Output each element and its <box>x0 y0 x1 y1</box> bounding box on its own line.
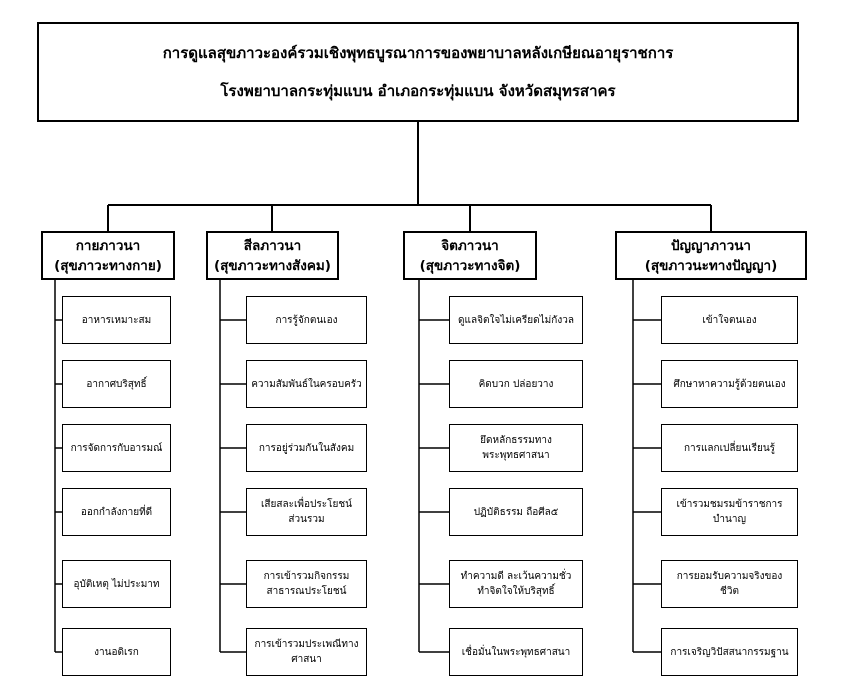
item-text: ยึดหลักธรรมทาง <box>480 435 552 446</box>
item-box: การอยู่ร่วมกันในสังคม <box>246 424 367 472</box>
item-text: ความสัมพันธ์ในครอบครัว <box>251 378 362 390</box>
item-box: การจัดการกับอารมณ์ <box>62 424 171 472</box>
item-box: ออกกำลังกายที่ดี <box>62 488 171 536</box>
item-text: เชื่อมั่นในพระพุทธศาสนา <box>461 646 571 658</box>
item-text: คิดบวก ปล่อยวาง <box>478 378 554 390</box>
item-box: การยอมรับความจริงของชีวิต <box>661 560 798 608</box>
item-text: เข้าใจตนเอง <box>702 314 757 326</box>
category-name: กายภาวนา <box>75 237 141 254</box>
item-box: เข้ารวมชมรมข้าราชการบำนาญ <box>661 488 798 536</box>
item-text: การรู้จักตนเอง <box>275 314 338 326</box>
item-box: การเจริญวิปัสสนากรรมฐาน <box>661 628 798 676</box>
item-text: ศึกษาหาความรู้ด้วยตนเอง <box>673 378 786 390</box>
item-text: อาหารเหมาะสม <box>81 314 152 326</box>
item-box: การแลกเปลี่ยนเรียนรู้ <box>661 424 798 472</box>
item-text: เข้ารวมชมรมข้าราชการ <box>676 499 783 510</box>
category-header-3: จิตภาวนา (สุขภาวะทางจิต) <box>403 231 537 280</box>
category-subtitle: (สุขภาวนะทางปัญญา) <box>644 257 778 274</box>
title-box: การดูแลสุขภาวะองค์รวมเชิงพุทธบูรณาการของ… <box>37 22 799 122</box>
category-header-2: สีลภาวนา (สุขภาวะทางสังคม) <box>206 231 339 280</box>
category-name: สีลภาวนา <box>243 237 302 254</box>
item-text: ชีวิต <box>720 586 739 597</box>
item-box: งานอดิเรก <box>62 628 171 676</box>
item-box: คิดบวก ปล่อยวาง <box>449 360 583 408</box>
item-text: การยอมรับความจริงของ <box>676 571 783 582</box>
item-box: เข้าใจตนเอง <box>661 296 798 344</box>
item-text: งานอดิเรก <box>94 646 139 658</box>
item-text: สาธารณประโยชน์ <box>266 586 347 597</box>
item-box: เสียสละเพื่อประโยชน์ส่วนรวม <box>246 488 367 536</box>
title-line-1: การดูแลสุขภาวะองค์รวมเชิงพุทธบูรณาการของ… <box>162 44 674 62</box>
category-header-4: ปัญญาภาวนา (สุขภาวนะทางปัญญา) <box>615 231 807 280</box>
category-name: จิตภาวนา <box>441 237 499 254</box>
item-box: อาหารเหมาะสม <box>62 296 171 344</box>
item-text: ส่วนรวม <box>288 514 325 525</box>
item-text: ทำความดี ละเว้นความชั่ว <box>460 571 572 582</box>
item-box: การเข้ารวมกิจกรรมสาธารณประโยชน์ <box>246 560 367 608</box>
category-name: ปัญญาภาวนา <box>670 237 752 254</box>
item-box: ศึกษาหาความรู้ด้วยตนเอง <box>661 360 798 408</box>
item-text: พระพุทธศาสนา <box>482 450 550 461</box>
item-box: อากาศบริสุทธิ์ <box>62 360 171 408</box>
item-box: ความสัมพันธ์ในครอบครัว <box>246 360 367 408</box>
item-box: อุบัติเหตุ ไม่ประมาท <box>62 560 171 608</box>
category-subtitle: (สุขภาวะทางจิต) <box>419 257 521 274</box>
item-text: ศาสนา <box>291 654 322 665</box>
item-text: อากาศบริสุทธิ์ <box>86 378 147 390</box>
item-text: การเข้ารวมประเพณีทาง <box>254 639 359 650</box>
item-text: การอยู่ร่วมกันในสังคม <box>258 442 355 454</box>
category-header-1: กายภาวนา (สุขภาวะทางกาย) <box>41 231 175 280</box>
item-text: ทำจิตใจให้บริสุทธิ์ <box>477 586 555 597</box>
title-line-2: โรงพยาบาลกระทุ่มแบน อำเภอกระทุ่มแบน จังห… <box>220 82 616 100</box>
item-box: ปฏิบัติธรรม ถือศีล๕ <box>449 488 583 536</box>
item-box: เชื่อมั่นในพระพุทธศาสนา <box>449 628 583 676</box>
item-box: ยึดหลักธรรมทางพระพุทธศาสนา <box>449 424 583 472</box>
item-text: อุบัติเหตุ ไม่ประมาท <box>73 578 160 590</box>
item-text: ออกกำลังกายที่ดี <box>80 506 153 518</box>
item-text: การจัดการกับอารมณ์ <box>70 442 163 454</box>
item-text: การเข้ารวมกิจกรรม <box>263 571 350 582</box>
item-text: เสียสละเพื่อประโยชน์ <box>261 499 352 510</box>
item-box: การเข้ารวมประเพณีทางศาสนา <box>246 628 367 676</box>
item-text: ดูแลจิตใจไม่เครียดไม่กังวล <box>458 314 574 326</box>
category-subtitle: (สุขภาวะทางสังคม) <box>214 257 331 274</box>
item-box: ดูแลจิตใจไม่เครียดไม่กังวล <box>449 296 583 344</box>
item-text: การแลกเปลี่ยนเรียนรู้ <box>683 442 776 454</box>
item-text: ปฏิบัติธรรม ถือศีล๕ <box>473 506 559 518</box>
item-text: บำนาญ <box>713 514 746 525</box>
item-text: การเจริญวิปัสสนากรรมฐาน <box>670 646 789 658</box>
item-box: ทำความดี ละเว้นความชั่วทำจิตใจให้บริสุทธ… <box>449 560 583 608</box>
item-box: การรู้จักตนเอง <box>246 296 367 344</box>
category-subtitle: (สุขภาวะทางกาย) <box>54 257 162 274</box>
